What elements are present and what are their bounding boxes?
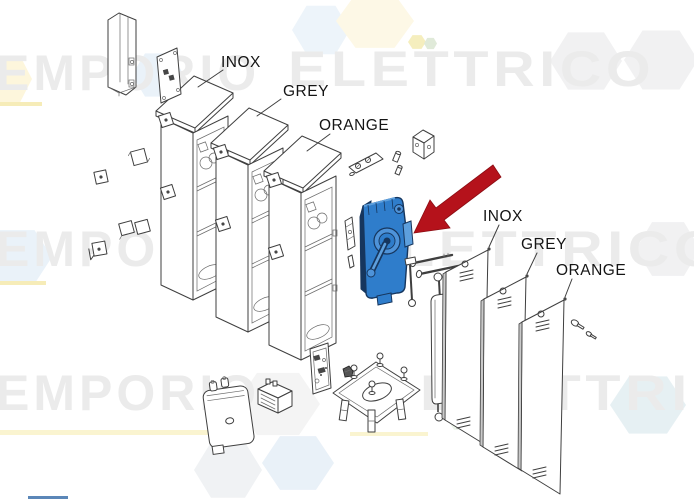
hexagon-watermark [408,35,426,49]
cabinet-orange [263,135,342,361]
label-panel-grey: GREY [521,236,567,253]
square-bracket-5 [88,240,108,261]
door-panel-orange [517,299,565,495]
watermark-text: ELETTRICO [288,41,656,97]
panel-screws [570,319,597,340]
cabinet-labels: INOX GREY ORANGE [197,54,389,152]
mounting-plate [156,47,182,104]
flat-bar-bracket [348,152,384,177]
square-bracket-2 [93,169,109,185]
pivot-pins [392,150,403,176]
hexagon-watermark [550,32,622,90]
square-bracket-3 [118,220,135,240]
release-plate [344,216,356,269]
accent-line [350,432,428,436]
hexagon-watermark [424,37,437,50]
control-box-cover [202,376,255,455]
gearmotor-highlighted [359,196,414,306]
label-cabinet-grey: GREY [283,83,329,100]
label-panel-inox: INOX [483,208,523,225]
accent-line [0,430,210,435]
transformer [257,378,293,414]
red-arrow-icon [413,164,502,234]
accent-line [0,102,42,106]
accent-line [0,281,46,285]
accent-line [28,496,68,499]
label-panel-orange: ORANGE [556,262,626,279]
ball-joint-rod [404,256,417,307]
label-cabinet-orange: ORANGE [319,117,389,134]
hexagon-watermark [610,376,686,434]
back-channel-bracket [107,12,137,97]
control-board [309,342,332,395]
square-bracket-1 [127,147,151,167]
square-bracket-4 [134,218,151,235]
label-cabinet-inox: INOX [221,54,261,71]
clamp-part [342,365,354,378]
panel-labels: INOX GREY ORANGE [483,208,626,301]
limit-switch-bracket [412,129,435,160]
anchor-base-plate [332,352,421,433]
